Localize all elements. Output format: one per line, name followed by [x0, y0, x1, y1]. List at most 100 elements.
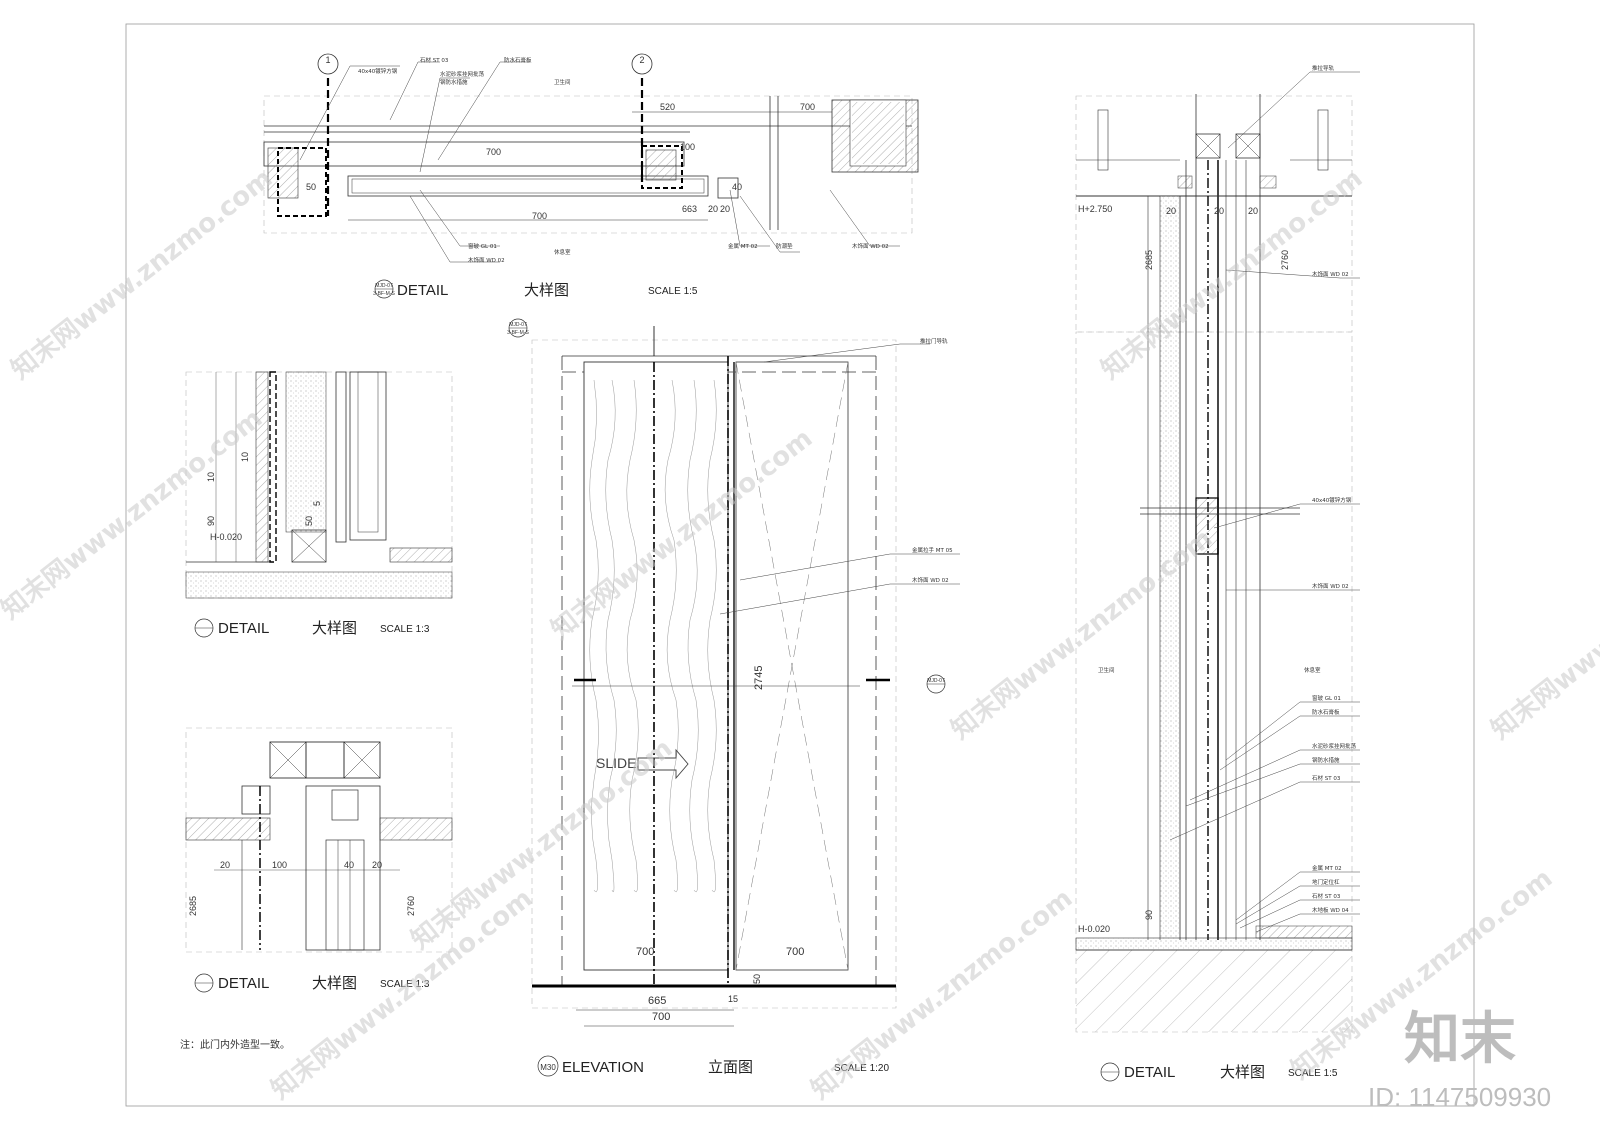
- grid-label-1: 1: [325, 55, 330, 65]
- elevation-title-cn: 立面图: [708, 1058, 753, 1076]
- section-detail-title: DETAIL: [1124, 1064, 1175, 1081]
- sheet-note: 注：此门内外造型一致。: [180, 1038, 290, 1051]
- plan-dim-5: 700: [532, 211, 547, 221]
- watermark-10: 知末网www.znzmo.com: [1486, 523, 1600, 745]
- section-room-right: 休息室: [1304, 666, 1321, 674]
- plan-callout-4: 水泥砂浆挂网批荡: [440, 70, 485, 78]
- plan-callout-9: 防潮垫: [776, 242, 793, 250]
- section-callout-5: 窗玻 GL 01: [1312, 694, 1341, 702]
- section-dim-4: 20: [1214, 206, 1224, 216]
- plan-callout-10: 木饰面 WD 02: [852, 242, 889, 250]
- plan-callout-5: 钢防水措施: [440, 78, 468, 86]
- plan-detail-view: 1 2 700 520 700 100 700 50 663 20 20 40 …: [263, 53, 919, 299]
- section-dim-1: 2685: [1144, 250, 1154, 270]
- asset-id-label: ID: 1147509930: [1368, 1082, 1551, 1112]
- plan-callout-1: 40x40镀锌方钢: [358, 67, 398, 75]
- detail-b-dim-5: 2685: [188, 896, 198, 916]
- sheet-border: [125, 23, 1475, 1107]
- plan-callout-8: 金属 MT 02: [728, 242, 758, 250]
- detail-b-dim-3: 40: [344, 860, 354, 870]
- section-callout-1: 推拉导轨: [1312, 64, 1335, 72]
- plan-dim-10: 40: [732, 182, 742, 192]
- plan-dim-3: 700: [800, 102, 815, 112]
- detail-b-view: 20 100 40 20 2685 2760 DETAIL 大样图 SCALE …: [185, 727, 453, 993]
- plan-dim-7: 663: [682, 204, 697, 214]
- watermark-1: 知末网www.znzmo.com: [6, 163, 278, 385]
- plan-callout-6: 窗玻 GL 01: [468, 242, 497, 250]
- elev-dim-6: 15: [728, 994, 738, 1004]
- detail-b-title-cn: 大样图: [312, 974, 357, 992]
- section-callout-4: 木饰面 WD 02: [1312, 582, 1349, 590]
- elev-callout-1: 推拉门导轨: [920, 337, 948, 345]
- elevation-title: ELEVATION: [562, 1059, 644, 1076]
- section-callout-7: 水泥砂浆挂网批荡: [1312, 742, 1357, 750]
- elev-callout-3: 木饰面 WD 02: [912, 576, 949, 584]
- elevation-scale: SCALE 1:20: [834, 1063, 889, 1074]
- section-level-top: H+2.750: [1078, 204, 1112, 214]
- plan-callout-2: 石材 ST 03: [420, 56, 449, 64]
- section-callout-10: 金属 MT 02: [1312, 864, 1342, 872]
- elev-dim-1: 700: [636, 946, 654, 958]
- elevation-view: MJD-07 3-BF-M-S MJD-07 SLIDE: [507, 318, 960, 1077]
- section-dim-2: 2760: [1280, 250, 1290, 270]
- detail-a-title: DETAIL: [218, 620, 269, 637]
- detail-a-dim-5: 50: [304, 516, 314, 526]
- elev-dim-5: 2745: [753, 666, 765, 690]
- detail-a-title-cn: 大样图: [312, 619, 357, 637]
- detail-b-dim-1: 20: [220, 860, 230, 870]
- elev-dim-2: 700: [786, 946, 804, 958]
- section-dim-3: 20: [1166, 206, 1176, 216]
- detail-b-dim-6: 2760: [406, 896, 416, 916]
- grid-bubble-2: [631, 53, 653, 75]
- elev-ref-top: MJD-07: [509, 322, 527, 328]
- section-callout-9: 石材 ST 03: [1312, 774, 1341, 782]
- elev-dim-3: 665: [648, 995, 666, 1007]
- section-detail-view: H+2.750 H-0.020 2685 2760 20 20 20 90 卫生…: [1075, 64, 1360, 1082]
- detail-a-dim-3: 90: [206, 516, 216, 526]
- elev-callout-2: 金属拉手 MT 05: [912, 546, 953, 554]
- plan-dim-2: 520: [660, 102, 675, 112]
- plan-callout-7: 木饰面 WD 02: [468, 256, 505, 264]
- slide-label: SLIDE: [596, 755, 636, 771]
- plan-callout-3: 防水石膏板: [504, 56, 532, 64]
- plan-dim-9: 20: [720, 204, 730, 214]
- elev-ref-bottom: 3-BF-M-S: [507, 330, 529, 336]
- plan-detail-scale: SCALE 1:5: [648, 286, 698, 297]
- elev-dim-4: 700: [652, 1011, 670, 1023]
- section-callout-8: 钢防水措施: [1312, 756, 1340, 764]
- elev-dim-7: 50: [752, 974, 762, 984]
- grid-bubble-1: [317, 53, 339, 75]
- svg-text:M30: M30: [540, 1063, 556, 1072]
- grid-label-2: 2: [639, 55, 644, 65]
- slide-arrow-icon: [637, 748, 689, 780]
- plan-detail-title: DETAIL: [397, 282, 448, 299]
- detail-b-title: DETAIL: [218, 975, 269, 992]
- plan-ref-top: MJD-07: [375, 283, 393, 289]
- section-callout-12: 石材 ST 03: [1312, 892, 1341, 900]
- section-callout-11: 地门定位杠: [1312, 878, 1340, 886]
- detail-b-scale: SCALE 1:3: [380, 979, 430, 990]
- plan-detail-title-cn: 大样图: [524, 281, 569, 299]
- detail-a-level: H-0.020: [210, 532, 242, 542]
- plan-ref-bottom: 3-BF-M-S: [373, 291, 395, 297]
- plan-dim-8: 20: [708, 204, 718, 214]
- section-callout-2: 木饰面 WD 02: [1312, 270, 1349, 278]
- detail-b-dim-4: 20: [372, 860, 382, 870]
- plan-dim-4: 100: [680, 142, 695, 152]
- room-label-bottom: 休息室: [554, 248, 571, 256]
- detail-a-dim-4: 5: [312, 501, 322, 506]
- section-dim-5: 20: [1248, 206, 1258, 216]
- section-callout-13: 木地板 WD 04: [1312, 906, 1349, 914]
- plan-dim-6: 50: [306, 182, 316, 192]
- plan-dim-1: 700: [486, 147, 501, 157]
- section-detail-title-cn: 大样图: [1220, 1063, 1265, 1081]
- detail-a-dim-2: 10: [206, 472, 216, 482]
- detail-a-scale: SCALE 1:3: [380, 624, 430, 635]
- section-callout-3: 40x40镀锌方钢: [1312, 496, 1352, 504]
- section-detail-scale: SCALE 1:5: [1288, 1068, 1338, 1079]
- watermark-6: 知末网www.znzmo.com: [806, 883, 1078, 1105]
- detail-a-view: 10 10 90 5 50 H-0.020 DETAIL 大样图 SCALE 1…: [185, 371, 453, 638]
- detail-b-dim-2: 100: [272, 860, 287, 870]
- elev-section-ref: MJD-07: [927, 678, 945, 684]
